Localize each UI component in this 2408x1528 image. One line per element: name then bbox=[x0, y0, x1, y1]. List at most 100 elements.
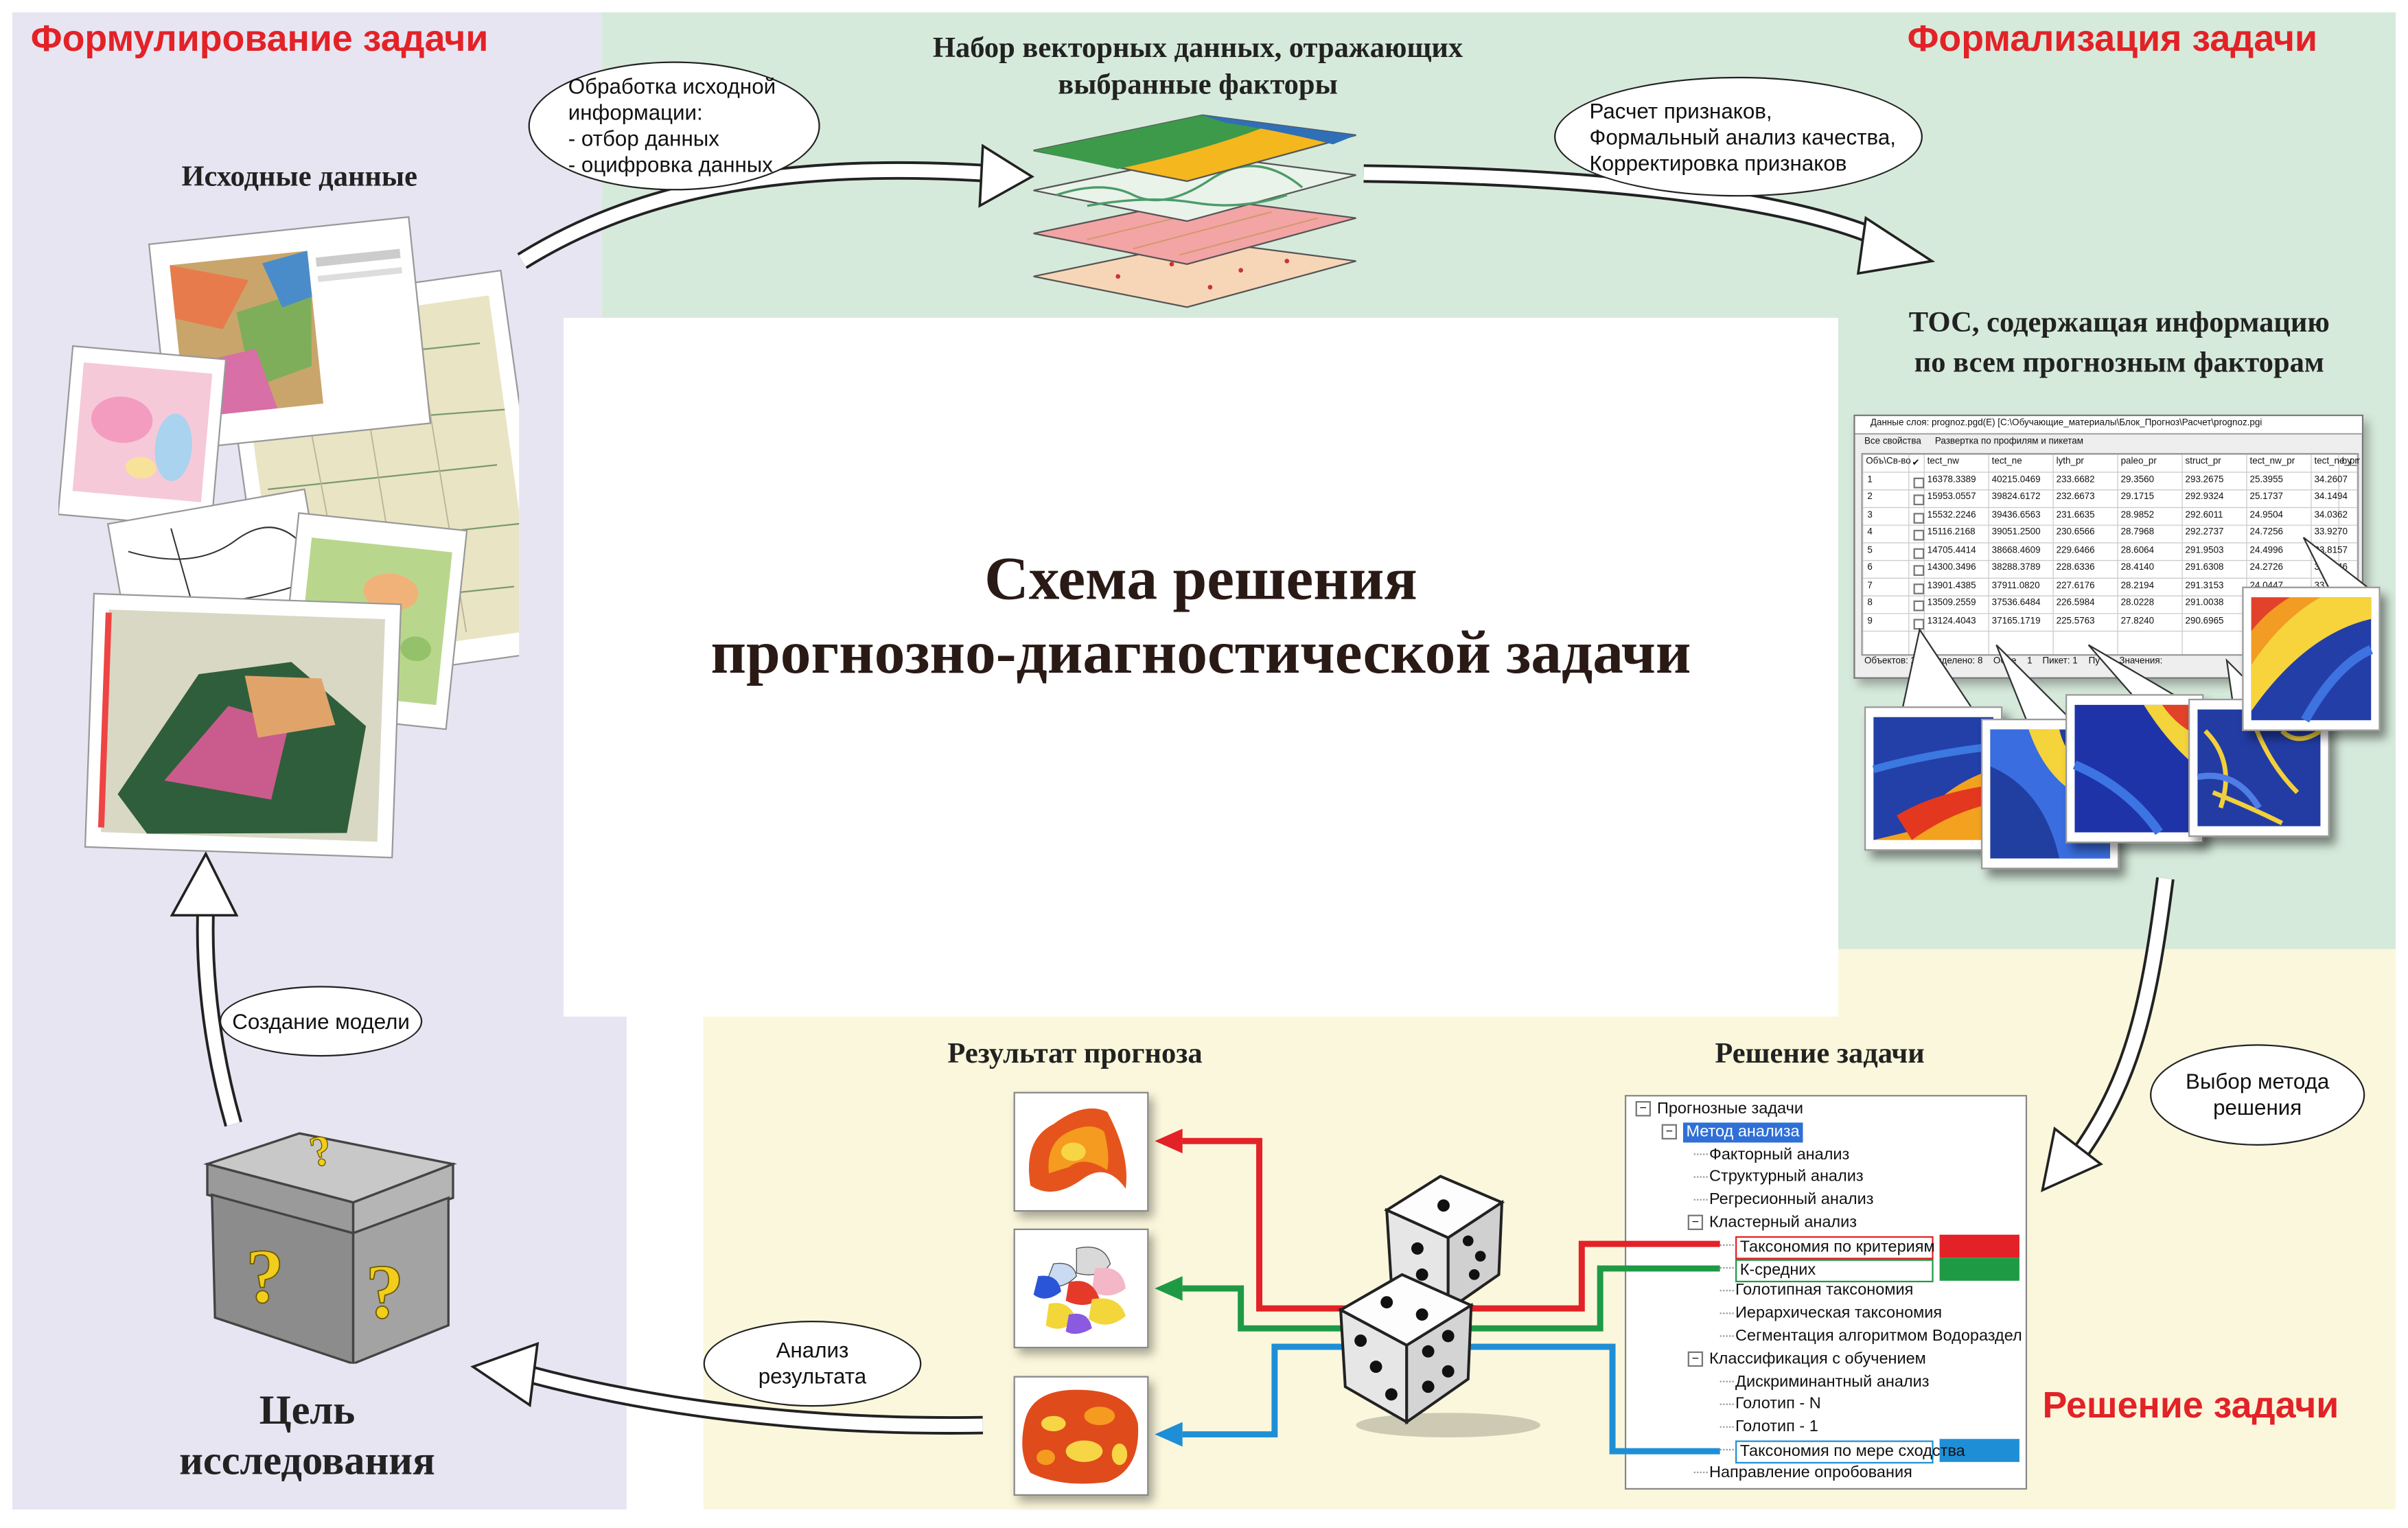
table-cell[interactable]: 24.4996 bbox=[2249, 546, 2284, 555]
table-cell[interactable]: 40215.0469 bbox=[1991, 475, 2041, 485]
tree-item[interactable]: Таксономия по критериям bbox=[1735, 1236, 1935, 1260]
table-cell[interactable]: 229.6466 bbox=[2056, 546, 2095, 555]
table-cell[interactable]: 227.6176 bbox=[2056, 581, 2095, 591]
table-cell[interactable]: 1 bbox=[1867, 475, 1873, 485]
table-column-header[interactable]: tect_ne bbox=[1991, 457, 2022, 467]
table-cell[interactable]: 28.6064 bbox=[2120, 546, 2155, 555]
table-row-checkbox[interactable] bbox=[1913, 547, 1925, 559]
table-cell[interactable]: 16378.3389 bbox=[1927, 475, 1976, 485]
table-cell[interactable]: 34.1494 bbox=[2314, 493, 2348, 502]
table-cell[interactable]: 15532.2246 bbox=[1927, 510, 1976, 520]
table-column-header[interactable]: lyth_pr bbox=[2056, 457, 2084, 467]
table-cell[interactable]: 14300.3496 bbox=[1927, 564, 1976, 573]
table-row-checkbox[interactable] bbox=[1913, 529, 1925, 541]
tree-expander-icon[interactable]: − bbox=[1687, 1351, 1704, 1367]
table-cell[interactable]: 25.1737 bbox=[2249, 493, 2284, 502]
table-cell[interactable]: 24.9504 bbox=[2249, 510, 2284, 520]
table-cell[interactable]: 28.0228 bbox=[2120, 599, 2155, 608]
table-cell[interactable]: 28.4140 bbox=[2120, 564, 2155, 573]
tree-item[interactable]: Регресионный анализ bbox=[1709, 1190, 1874, 1209]
table-row-checkbox[interactable] bbox=[1913, 600, 1925, 612]
table-column-header[interactable]: struct_pr bbox=[2185, 457, 2221, 467]
table-cell[interactable]: 28.9852 bbox=[2120, 510, 2155, 520]
table-cell[interactable]: 290.6965 bbox=[2185, 616, 2224, 626]
table-cell[interactable]: 39436.6563 bbox=[1991, 510, 2041, 520]
table-cell[interactable]: 37911.0820 bbox=[1991, 581, 2040, 591]
table-cell[interactable]: 291.6308 bbox=[2185, 564, 2224, 573]
table-cell[interactable]: 228.6336 bbox=[2056, 564, 2095, 573]
table-cell[interactable]: 24.7256 bbox=[2249, 528, 2284, 538]
table-cell[interactable]: 7 bbox=[1867, 581, 1873, 591]
table-cell[interactable]: 4 bbox=[1867, 528, 1873, 538]
table-cell[interactable]: 39824.6172 bbox=[1991, 493, 2041, 502]
tree-item[interactable]: Таксономия по мере сходства bbox=[1735, 1440, 1965, 1464]
table-cell[interactable]: 231.6635 bbox=[2056, 510, 2095, 520]
table-tab-all[interactable]: Все свойства bbox=[1864, 437, 1921, 448]
table-cell[interactable]: 8 bbox=[1867, 599, 1873, 608]
table-cell[interactable]: 226.5984 bbox=[2056, 599, 2095, 608]
table-row-checkbox[interactable] bbox=[1913, 565, 1925, 576]
table-cell[interactable]: 13124.4043 bbox=[1927, 616, 1976, 626]
table-cell[interactable]: 29.1715 bbox=[2120, 493, 2155, 502]
tree-item[interactable]: Дискриминантный анализ bbox=[1735, 1372, 1930, 1391]
tree-item[interactable]: Прогнозные задачи bbox=[1656, 1099, 1803, 1118]
table-cell[interactable]: 9 bbox=[1867, 616, 1873, 626]
table-column-header[interactable]: ✔ bbox=[1912, 459, 1920, 469]
table-cell[interactable]: 232.6673 bbox=[2056, 493, 2095, 502]
table-cell[interactable]: 28.7968 bbox=[2120, 528, 2155, 538]
table-cell[interactable]: 39051.2500 bbox=[1991, 528, 2041, 538]
table-cell[interactable]: 33.9270 bbox=[2314, 528, 2348, 538]
tree-item[interactable]: Метод анализа bbox=[1682, 1122, 1803, 1143]
tree-item[interactable]: Факторный анализ bbox=[1709, 1145, 1850, 1164]
table-cell[interactable]: 233.6682 bbox=[2056, 475, 2095, 485]
table-cell[interactable]: 37165.1719 bbox=[1991, 616, 2041, 626]
tree-item[interactable]: Голотип - 1 bbox=[1735, 1417, 1818, 1437]
table-cell[interactable]: 13901.4385 bbox=[1927, 581, 1976, 591]
table-row-checkbox[interactable] bbox=[1913, 476, 1925, 488]
table-cell[interactable]: 25.3955 bbox=[2249, 475, 2284, 485]
table-cell[interactable]: 291.9503 bbox=[2185, 546, 2224, 555]
table-cell[interactable]: 28.2194 bbox=[2120, 581, 2155, 591]
table-cell[interactable]: 292.6011 bbox=[2185, 510, 2223, 520]
tree-item[interactable]: Голотип - N bbox=[1735, 1395, 1821, 1414]
table-cell[interactable]: 291.3153 bbox=[2185, 581, 2224, 591]
table-cell[interactable]: 37536.6484 bbox=[1991, 599, 2041, 608]
table-column-header[interactable]: tect_nw_pr bbox=[2249, 457, 2295, 467]
table-cell[interactable]: 38668.4609 bbox=[1991, 546, 2041, 555]
table-cell[interactable]: 15116.2168 bbox=[1927, 528, 1976, 538]
table-cell[interactable]: 13509.2559 bbox=[1927, 599, 1976, 608]
tree-item[interactable]: Классификация с обучением bbox=[1709, 1350, 1926, 1368]
table-column-header[interactable]: by_r bbox=[2341, 457, 2360, 467]
table-row-checkbox[interactable] bbox=[1913, 618, 1925, 629]
table-cell[interactable]: 225.5763 bbox=[2056, 616, 2095, 626]
table-cell[interactable]: 293.2675 bbox=[2185, 475, 2224, 485]
table-cell[interactable]: 2 bbox=[1867, 493, 1873, 502]
tree-item[interactable]: Иерархическая таксономия bbox=[1735, 1304, 1943, 1323]
tree-expander-icon[interactable]: − bbox=[1635, 1101, 1651, 1117]
table-cell[interactable]: 14705.4414 bbox=[1927, 546, 1976, 555]
table-tab-sweep[interactable]: Развертка по профилям и пикетам bbox=[1934, 437, 2083, 448]
table-cell[interactable]: 38288.3789 bbox=[1991, 564, 2041, 573]
table-cell[interactable]: 5 bbox=[1867, 546, 1873, 555]
table-cell[interactable]: 230.6566 bbox=[2056, 528, 2095, 538]
table-cell[interactable]: 291.0038 bbox=[2185, 599, 2224, 608]
tree-item[interactable]: К-средних bbox=[1735, 1258, 1934, 1282]
tree-item[interactable]: Кластерный анализ bbox=[1709, 1213, 1857, 1232]
table-cell[interactable]: 15953.0557 bbox=[1927, 493, 1976, 502]
table-cell[interactable]: 292.2737 bbox=[2185, 528, 2224, 538]
table-row-checkbox[interactable] bbox=[1913, 583, 1925, 594]
tree-item[interactable]: Направление опробования bbox=[1709, 1463, 1912, 1482]
table-column-header[interactable]: paleo_pr bbox=[2120, 457, 2157, 467]
tree-item[interactable]: Структурный анализ bbox=[1709, 1168, 1864, 1186]
tree-expander-icon[interactable]: − bbox=[1687, 1214, 1704, 1230]
table-cell[interactable]: 6 bbox=[1867, 564, 1873, 573]
tree-expander-icon[interactable]: − bbox=[1661, 1124, 1678, 1139]
tree-item[interactable]: Сегментация алгоритмом Водораздел bbox=[1735, 1326, 2022, 1345]
table-cell[interactable]: 292.9324 bbox=[2185, 493, 2224, 502]
table-cell[interactable]: 3 bbox=[1867, 510, 1873, 520]
table-column-header[interactable]: Объ\Св-во bbox=[1866, 457, 1911, 467]
table-cell[interactable]: 29.3560 bbox=[2120, 475, 2155, 485]
table-cell[interactable]: 24.2726 bbox=[2249, 564, 2284, 573]
table-cell[interactable]: 34.0362 bbox=[2314, 510, 2348, 520]
tree-item[interactable]: Голотипная таксономия bbox=[1735, 1281, 1914, 1300]
